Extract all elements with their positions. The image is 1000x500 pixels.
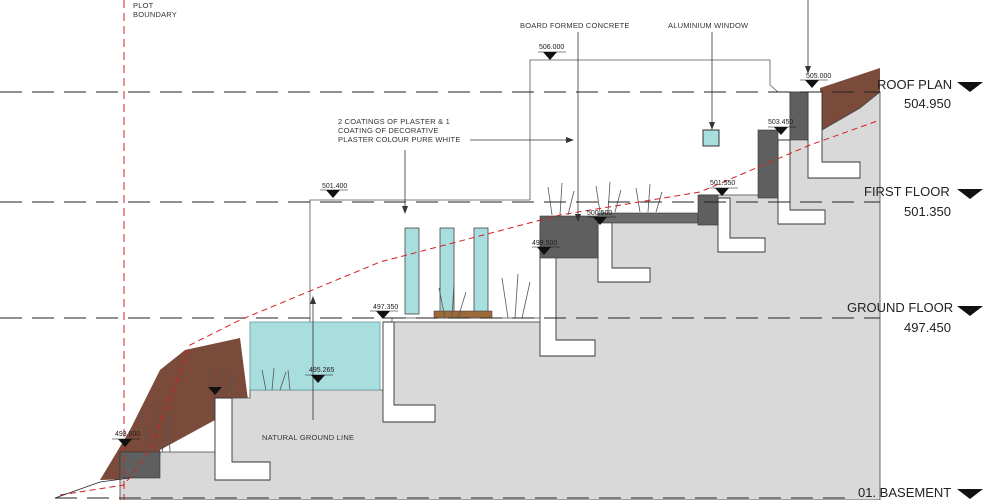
spot-497350: 497.350 bbox=[373, 304, 398, 311]
spot-506000: 506.000 bbox=[539, 44, 564, 51]
level-lines bbox=[0, 91, 880, 319]
aluminium-window bbox=[702, 129, 720, 147]
shrubs bbox=[141, 181, 663, 453]
plot-boundary-text-2: BOUNDARY bbox=[133, 10, 177, 19]
wall-1 bbox=[214, 397, 271, 481]
spot-495265: 495.265 bbox=[309, 367, 334, 374]
plaster-note-1: 2 COATINGS OF PLASTER & 1 bbox=[338, 117, 450, 126]
natural-ground-line bbox=[59, 119, 881, 496]
first-floor-label: FIRST FLOOR bbox=[864, 184, 950, 199]
leaders bbox=[312, 0, 809, 420]
ground-line-bottom bbox=[54, 477, 131, 499]
roof-plan-label: ROOF PLAN bbox=[877, 77, 952, 92]
stepped-walls bbox=[214, 91, 861, 481]
plot-boundary-text-1: PLOT bbox=[133, 1, 154, 10]
spot-500: 500.500 bbox=[587, 210, 612, 217]
spot-499: 499.500 bbox=[532, 240, 557, 247]
spot-501400: 501.400 bbox=[322, 183, 347, 190]
plaster-note-2: COATING OF DECORATIVE bbox=[338, 126, 439, 135]
roof-plan-value: 504.950 bbox=[904, 96, 951, 111]
basement-label: 01. BASEMENT bbox=[858, 485, 951, 500]
ground-floor-label: GROUND FLOOR bbox=[847, 300, 953, 315]
tall-windows bbox=[404, 227, 489, 315]
natural-ground-text: NATURAL GROUND LINE bbox=[262, 433, 354, 442]
dark-concrete bbox=[119, 91, 809, 479]
plaster-note-3: PLASTER COLOUR PURE WHITE bbox=[338, 135, 461, 144]
earth-bank-left bbox=[100, 338, 248, 480]
first-floor-value: 501.350 bbox=[904, 204, 951, 219]
pool bbox=[249, 321, 381, 391]
level-markers bbox=[957, 82, 983, 499]
spot-501550: 501.550 bbox=[710, 180, 735, 187]
earth-bank-right bbox=[820, 68, 880, 130]
board-formed-concrete-text: BOARD FORMED CONCRETE bbox=[520, 21, 630, 30]
spot-underlines bbox=[112, 51, 828, 440]
spot-493: 493.500 bbox=[115, 431, 140, 438]
bench bbox=[433, 310, 493, 319]
spot-markers bbox=[118, 52, 819, 447]
wall-5 bbox=[717, 197, 766, 253]
arrowheads bbox=[310, 66, 811, 304]
aluminium-window-text: ALUMINIUM WINDOW bbox=[668, 21, 749, 30]
spot-505000: 505.000 bbox=[806, 73, 831, 80]
spot-503: 503.450 bbox=[768, 119, 793, 126]
ground-floor-value: 497.450 bbox=[904, 320, 951, 335]
wall-7 bbox=[807, 91, 861, 179]
